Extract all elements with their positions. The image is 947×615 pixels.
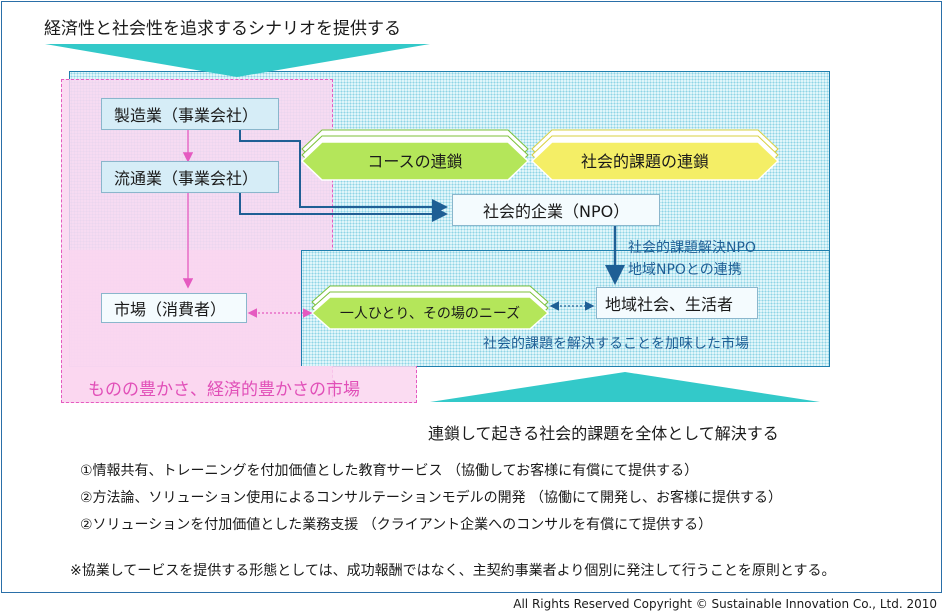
service-item-2: ②方法論、ソリューション使用によるコンサルテーションモデルの開発 （協働にて開発…	[80, 490, 783, 506]
manufacturing-to-npo-connector	[239, 130, 448, 215]
needs-chain-shape	[310, 285, 550, 330]
course-chain-label: コースの連鎖	[367, 152, 462, 171]
distribution-box: 流通業（事業会社）	[101, 161, 279, 193]
npo-note-line1: 社会的課題解決NPO	[628, 240, 756, 256]
top-heading: 経済性と社会性を追求するシナリオを提供する	[44, 19, 401, 39]
solve-whole-text: 連鎖して起きる社会的課題を全体として解決する	[428, 424, 779, 443]
market-box: 市場（消費者）	[101, 293, 247, 323]
distribution-to-npo-connector	[239, 193, 448, 222]
bottom-teal-arrow	[430, 372, 820, 402]
footnote: ※協業してービスを提供する形態としては、成功報酬ではなく、主契約事業者より個別に…	[70, 563, 836, 579]
social-chain-shape	[530, 129, 780, 181]
community-box: 地域社会、生活者	[596, 287, 758, 319]
service-item-3: ②ソリューションを付加価値とした業務支援 （クライアント企業へのコンサルを有償に…	[80, 517, 713, 533]
social-enterprise-box: 社会的企業（NPO）	[452, 194, 660, 226]
manufacturing-box: 製造業（事業会社）	[101, 98, 279, 130]
service-item-1: ①情報共有、トレーニングを付加価値とした教育サービス （協働してお客様に有償にて…	[80, 463, 699, 479]
npo-note-line2: 地域NPOとの連携	[628, 262, 742, 278]
slide-frame	[1, 1, 942, 593]
social-market-label: 社会的課題を解決することを加味した市場	[483, 336, 749, 352]
needs-chain-label: 一人ひとり、その場のニーズ	[340, 306, 520, 322]
copyright-text: All Rights Reserved Copyright © Sustaina…	[513, 597, 937, 611]
top-teal-arrow	[45, 44, 430, 77]
social-chain-label: 社会的課題の連鎖	[581, 152, 709, 171]
course-chain-shape	[300, 129, 530, 181]
material-wealth-label: ものの豊かさ、経済的豊かさの市場	[88, 380, 360, 400]
